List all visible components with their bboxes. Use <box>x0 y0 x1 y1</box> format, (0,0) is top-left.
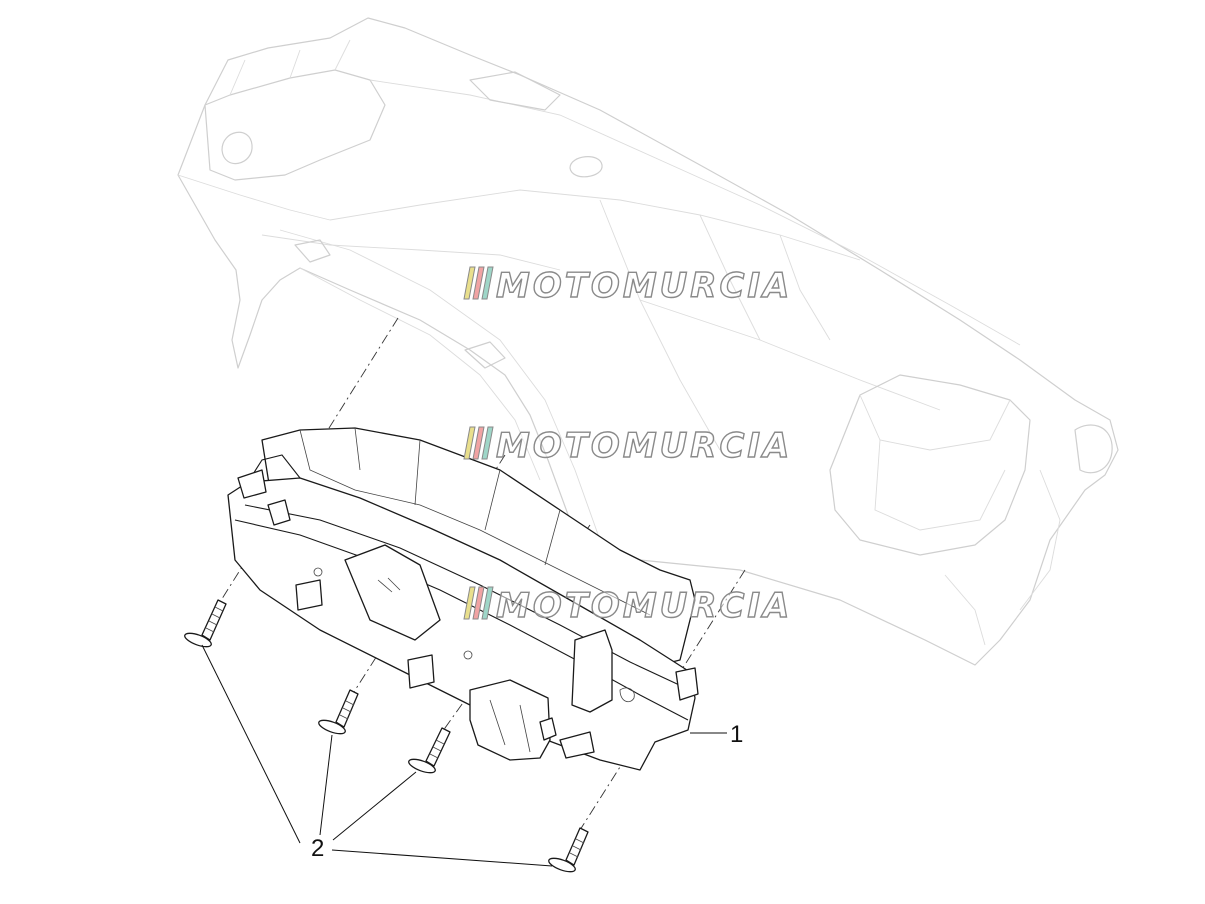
screw-2 <box>318 689 359 735</box>
screw-4 <box>548 827 589 873</box>
watermark-2: MOTOMURCIA <box>463 425 792 467</box>
handlebar-cover-ghost <box>177 17 1119 666</box>
watermark-logo-icon <box>463 266 494 300</box>
screw-3 <box>408 727 451 774</box>
watermark-text: MOTOMURCIA <box>496 426 792 466</box>
watermark-text: MOTOMURCIA <box>496 586 792 626</box>
leader-lines <box>201 644 727 867</box>
callout-2: 2 <box>311 835 324 862</box>
callout-1: 1 <box>730 721 743 748</box>
watermark-logo-icon <box>463 586 494 620</box>
screw-1 <box>184 599 227 648</box>
instrument-cluster <box>227 427 699 771</box>
watermark-logo-icon <box>463 426 494 460</box>
watermark-text: MOTOMURCIA <box>496 266 792 306</box>
watermark-3: MOTOMURCIA <box>463 585 792 627</box>
watermark-1: MOTOMURCIA <box>463 265 792 307</box>
